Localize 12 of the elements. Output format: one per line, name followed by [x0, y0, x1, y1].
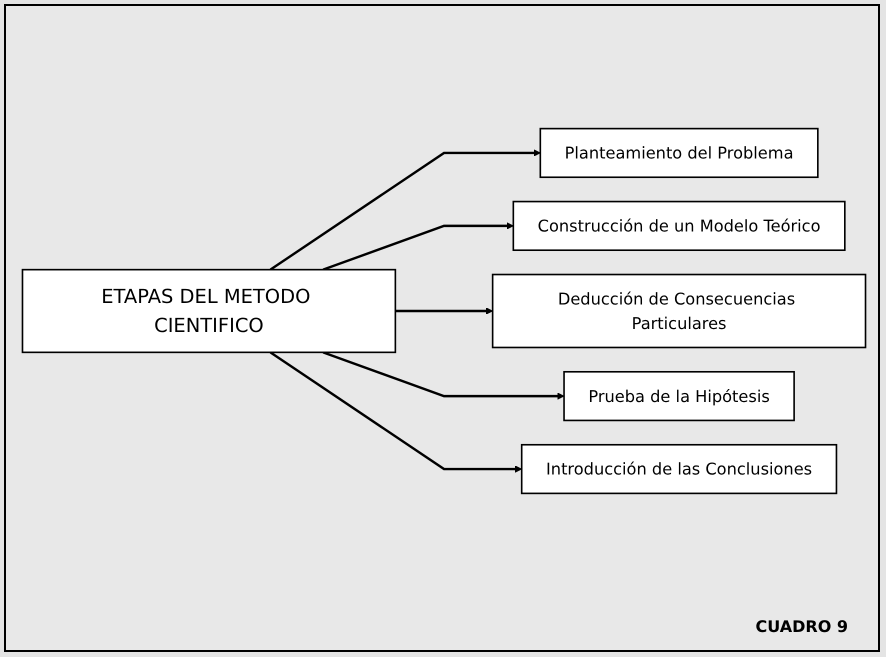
figure-number: CUADRO 9	[755, 617, 848, 636]
node-box: Construcción de un Modelo Teórico	[512, 200, 846, 252]
node-box: Deducción de Consecuencias Particulares	[492, 274, 866, 348]
arrow	[270, 351, 522, 473]
node-box: Introducción de las Conclusiones	[520, 444, 838, 494]
node-box: Prueba de la Hipótesis	[563, 370, 795, 422]
arrow	[270, 149, 541, 271]
node-box: ETAPAS DEL METODO CIENTIFICO	[22, 268, 396, 354]
arrow	[395, 307, 493, 315]
arrow	[322, 222, 514, 271]
node-box: Planteamiento del Problema	[540, 128, 819, 178]
arrow	[322, 351, 564, 400]
